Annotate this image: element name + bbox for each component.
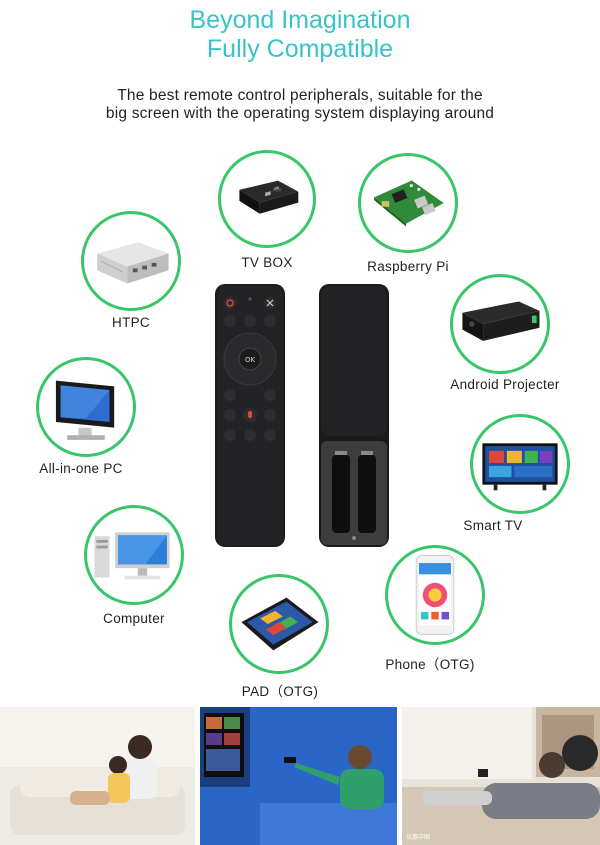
scene-family-sofa [0, 707, 195, 845]
tv-box-icon: X96 [239, 180, 299, 214]
all-in-one-pc-label: All-in-one PC [39, 461, 123, 476]
headline-line2: Fully Compatible [206, 35, 394, 63]
headline-line1: Beyond Imagination [189, 6, 411, 34]
smart-tv-icon [482, 443, 558, 491]
ok-button-label: OK [245, 356, 256, 364]
phone-icon [415, 555, 455, 635]
scene-couple-relaxing: 优惠中国 [402, 707, 600, 845]
htpc-icon [97, 242, 169, 284]
tablet-icon [241, 597, 319, 651]
remote-back [318, 283, 390, 548]
computer-label: Computer [103, 611, 165, 626]
tv-box-label: TV BOX [241, 255, 293, 270]
android-projector-label: Android Projecter [450, 377, 560, 392]
computer-icon [94, 532, 170, 580]
smart-tv-label: Smart TV [463, 518, 523, 533]
svg-text:X96: X96 [273, 188, 282, 194]
subtitle-line2: big screen with the operating system dis… [105, 105, 495, 122]
htpc-label: HTPC [112, 315, 150, 330]
raspberry-pi-icon [374, 180, 444, 227]
pad-label: PAD（OTG) [241, 684, 319, 699]
all-in-one-pc-icon [55, 380, 115, 440]
scene-man-watching-tv [200, 707, 397, 845]
subtitle-line1: The best remote control peripherals, sui… [117, 87, 483, 104]
raspberry-pi-label: Raspberry Pi [367, 259, 449, 274]
phone-label: Phone（OTG) [385, 657, 475, 672]
scene-watermark: 优惠中国 [406, 833, 430, 841]
projector-icon [462, 301, 540, 341]
remote-front: OK [214, 283, 286, 548]
